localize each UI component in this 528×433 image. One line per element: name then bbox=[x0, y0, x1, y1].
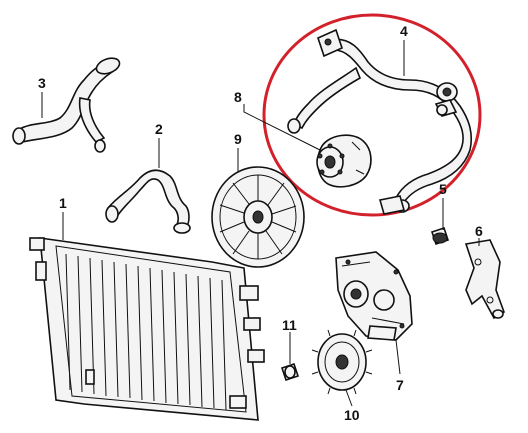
part-11-plug bbox=[280, 352, 300, 382]
part-10-fan-clutch bbox=[311, 329, 373, 395]
callout-1: 1 bbox=[59, 195, 67, 211]
callout-11: 11 bbox=[282, 317, 297, 333]
leader-8 bbox=[243, 104, 321, 151]
part-9-fan bbox=[211, 166, 305, 268]
part-5-sensor bbox=[430, 226, 450, 246]
leader-7 bbox=[395, 339, 401, 375]
highlight-circle bbox=[262, 13, 482, 217]
callout-5: 5 bbox=[439, 181, 447, 197]
callout-2: 2 bbox=[155, 121, 163, 137]
part-4-coolant-pipe bbox=[287, 28, 473, 215]
callout-4: 4 bbox=[400, 23, 408, 39]
leader-lines bbox=[41, 40, 480, 407]
callout-3: 3 bbox=[38, 75, 46, 91]
part-6-bracket bbox=[464, 239, 505, 320]
part-7-housing bbox=[335, 251, 413, 341]
leader-10 bbox=[345, 389, 353, 407]
part-3-hose bbox=[12, 57, 121, 153]
callout-8: 8 bbox=[234, 89, 242, 105]
part-1-radiator bbox=[29, 237, 265, 421]
part-2-hose bbox=[105, 169, 191, 234]
callout-7: 7 bbox=[396, 377, 404, 393]
callout-6: 6 bbox=[475, 223, 483, 239]
part-8-water-pump bbox=[316, 134, 372, 188]
callout-labels: 1 2 3 4 5 6 7 8 9 10 11 bbox=[38, 23, 483, 423]
callout-10: 10 bbox=[344, 407, 360, 423]
callout-9: 9 bbox=[234, 131, 242, 147]
